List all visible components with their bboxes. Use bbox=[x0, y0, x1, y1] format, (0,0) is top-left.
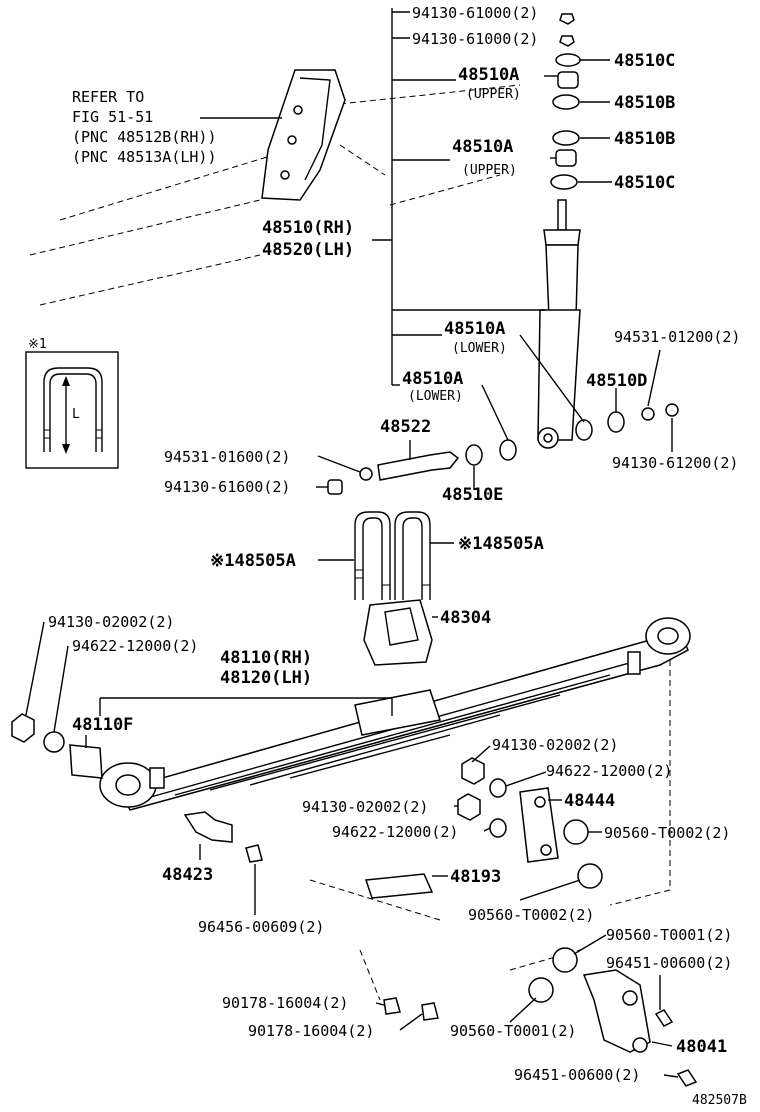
label-48510-rh: 48510(RH) bbox=[262, 218, 354, 238]
frame-bracket bbox=[261, 69, 346, 201]
label-94130-61600: 94130-61600(2) bbox=[164, 478, 290, 496]
inset-box bbox=[25, 351, 119, 469]
label-94622-12000-b: 94622-12000(2) bbox=[546, 762, 672, 780]
label-48510b-a: 48510B bbox=[614, 93, 675, 113]
label-48505a-left: ※148505A bbox=[210, 551, 296, 571]
label-lower-b: (LOWER) bbox=[408, 389, 463, 404]
bolt-48522 bbox=[327, 451, 460, 495]
label-94130-02002-a: 94130-02002(2) bbox=[48, 613, 174, 631]
label-94531-01600: 94531-01600(2) bbox=[164, 448, 290, 466]
spring-seat bbox=[363, 599, 433, 666]
label-94622-12000-c: 94622-12000(2) bbox=[332, 823, 458, 841]
shock-absorber bbox=[537, 199, 581, 449]
u-bolts bbox=[354, 511, 431, 600]
label-upper-a: (UPPER) bbox=[466, 87, 521, 102]
part-labels: 94130-61000(2) 94130-61000(2) 48510C 485… bbox=[28, 4, 747, 1108]
label-48193: 48193 bbox=[450, 867, 501, 887]
label-48510a-upper-a: 48510A bbox=[458, 65, 519, 85]
label-refer-to: REFER TO bbox=[72, 88, 144, 106]
label-48510e: 48510E bbox=[442, 485, 503, 505]
label-96451-00600-a: 96451-00600(2) bbox=[606, 954, 732, 972]
diagram-id: 482507B bbox=[692, 1093, 747, 1108]
label-90560-t0002-b: 90560-T0002(2) bbox=[468, 906, 594, 924]
shock-hardware bbox=[550, 13, 581, 190]
label-94130-61000-b: 94130-61000(2) bbox=[412, 30, 538, 48]
label-94130-61200: 94130-61200(2) bbox=[612, 454, 738, 472]
label-48423: 48423 bbox=[162, 865, 213, 885]
front-hanger-parts bbox=[11, 713, 263, 863]
label-48110f: 48110F bbox=[72, 715, 133, 735]
label-90560-t0002-a: 90560-T0002(2) bbox=[604, 824, 730, 842]
label-48520-lh: 48520(LH) bbox=[262, 240, 354, 260]
label-48510a-lower-a: 48510A bbox=[444, 319, 505, 339]
leader-lines bbox=[25, 8, 679, 1078]
label-94130-02002-b: 94130-02002(2) bbox=[492, 736, 618, 754]
label-48510a-lower-b: 48510A bbox=[402, 369, 463, 389]
label-inset-mark: ※1 bbox=[28, 337, 47, 352]
label-48510c-a: 48510C bbox=[614, 51, 675, 71]
label-96451-00600-b: 96451-00600(2) bbox=[514, 1066, 640, 1084]
leaf-spring bbox=[99, 617, 691, 811]
label-48041: 48041 bbox=[676, 1037, 727, 1057]
label-48522: 48522 bbox=[380, 417, 431, 437]
label-90178-16004-b: 90178-16004(2) bbox=[248, 1022, 374, 1040]
label-pnc-rh: (PNC 48512B(RH)) bbox=[72, 128, 217, 146]
shackle-parts bbox=[364, 757, 698, 1087]
label-lower-a: (LOWER) bbox=[452, 341, 507, 356]
label-48110-rh: 48110(RH) bbox=[220, 648, 312, 668]
label-48510a-upper-b: 48510A bbox=[452, 137, 513, 157]
label-90560-t0001-b: 90560-T0001(2) bbox=[450, 1022, 576, 1040]
label-48444: 48444 bbox=[564, 791, 615, 811]
label-48304: 48304 bbox=[440, 608, 491, 628]
label-48510b-b: 48510B bbox=[614, 129, 675, 149]
label-94622-12000-a: 94622-12000(2) bbox=[72, 637, 198, 655]
label-fig-51-51: FIG 51-51 bbox=[72, 108, 153, 126]
label-48505a-right: ※148505A bbox=[458, 534, 544, 554]
label-90560-t0001-a: 90560-T0001(2) bbox=[606, 926, 732, 944]
label-48510c-b: 48510C bbox=[614, 173, 675, 193]
label-48120-lh: 48120(LH) bbox=[220, 668, 312, 688]
label-upper-b: (UPPER) bbox=[462, 163, 517, 178]
label-96456-00609: 96456-00609(2) bbox=[198, 918, 324, 936]
label-94130-02002-c: 94130-02002(2) bbox=[302, 798, 428, 816]
label-90178-16004-a: 90178-16004(2) bbox=[222, 994, 348, 1012]
label-94130-61000-a: 94130-61000(2) bbox=[412, 4, 538, 22]
label-48510d: 48510D bbox=[586, 371, 647, 391]
label-inset-l: L bbox=[72, 407, 80, 422]
label-94531-01200: 94531-01200(2) bbox=[614, 328, 740, 346]
label-pnc-lh: (PNC 48513A(LH)) bbox=[72, 148, 217, 166]
